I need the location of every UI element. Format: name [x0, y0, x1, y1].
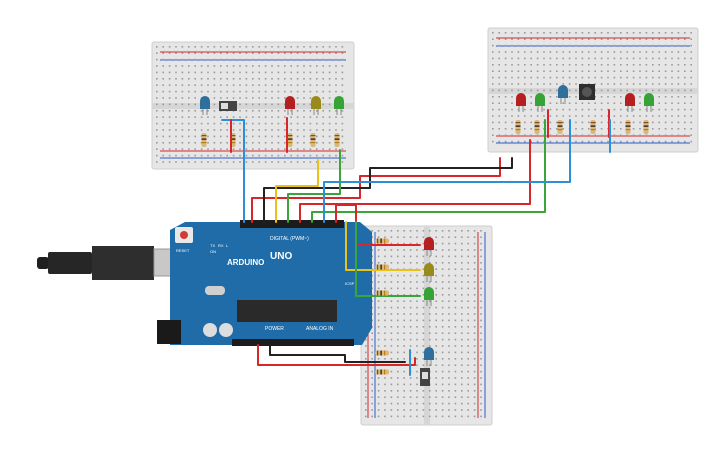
resistor — [375, 369, 389, 375]
reset-button-cap[interactable] — [180, 231, 188, 239]
led-blue-bb3 — [424, 347, 434, 366]
reset-label: RESET — [176, 248, 190, 253]
arduino-uno-board[interactable]: ARDUINO UNO DIGITAL (PWM~) POWER ANALOG … — [157, 220, 372, 346]
led-red-bb1 — [285, 96, 295, 115]
atmega-chip — [237, 300, 337, 322]
resistor — [375, 264, 389, 270]
led-red-bb2-1 — [516, 93, 526, 112]
icsp-label: ICSP — [345, 281, 355, 286]
led-green-bb2-2 — [644, 93, 654, 112]
led-green-bb3 — [424, 287, 434, 306]
wire-blue-2 — [323, 119, 571, 223]
breadboard-bottom[interactable] — [360, 225, 493, 426]
resistor — [590, 120, 596, 134]
resistor — [201, 133, 207, 147]
pushbutton-bb2[interactable] — [579, 84, 595, 100]
resistor — [375, 238, 389, 244]
resistors — [201, 120, 649, 375]
led-green-bb2-1 — [535, 93, 545, 112]
capacitor-1 — [203, 323, 217, 337]
power-label: POWER — [265, 326, 284, 332]
resistor — [310, 133, 316, 147]
wire-red-2 — [299, 139, 531, 223]
power-jack — [157, 320, 181, 344]
wires — [221, 119, 571, 366]
slide-switch-bb3[interactable] — [420, 368, 430, 386]
power-analog-header — [232, 339, 354, 346]
wire-red-3 — [335, 204, 421, 246]
resistor — [557, 120, 563, 134]
capacitor-2 — [219, 323, 233, 337]
led-yellow-bb1 — [311, 96, 321, 115]
tx-label: TX — [210, 243, 215, 248]
wire-green-3 — [355, 221, 421, 297]
wire-black — [263, 157, 513, 223]
wire-red-bottom — [257, 344, 416, 366]
jumpers — [230, 109, 611, 376]
analog-label: ANALOG IN — [306, 326, 334, 332]
resistor — [375, 290, 389, 296]
led-yellow-bb3 — [424, 263, 434, 282]
l-label: L — [226, 243, 229, 248]
resistor — [375, 350, 389, 356]
resistor — [287, 133, 293, 147]
wire-yellow — [275, 159, 319, 223]
resistor — [534, 120, 540, 134]
breadboard-top-left[interactable] — [151, 41, 355, 170]
resistor — [643, 120, 649, 134]
usb-cable — [37, 246, 191, 280]
wire-green — [287, 149, 341, 223]
resistor — [515, 120, 521, 134]
led-red-bb3 — [424, 237, 434, 256]
resistor — [625, 120, 631, 134]
leds — [200, 85, 654, 366]
resistor — [334, 133, 340, 147]
led-blue-bb1 — [200, 96, 210, 115]
wire-blue — [221, 119, 245, 223]
wire-black-bottom — [269, 344, 406, 363]
uno-model-text: UNO — [270, 251, 292, 262]
crystal — [205, 286, 225, 295]
led-green-bb1 — [334, 96, 344, 115]
rx-label: RX — [218, 243, 224, 248]
on-label: ON — [210, 249, 216, 254]
slide-switch-bb1[interactable] — [219, 101, 237, 111]
arduino-brand-text: ARDUINO — [227, 258, 264, 267]
wire-green-2 — [311, 119, 546, 223]
digital-header — [240, 220, 344, 228]
wire-yellow-3 — [345, 221, 421, 271]
led-red-bb2-2 — [625, 93, 635, 112]
digital-label: DIGITAL (PWM~) — [270, 236, 309, 242]
led-blue-bb2 — [558, 85, 568, 104]
